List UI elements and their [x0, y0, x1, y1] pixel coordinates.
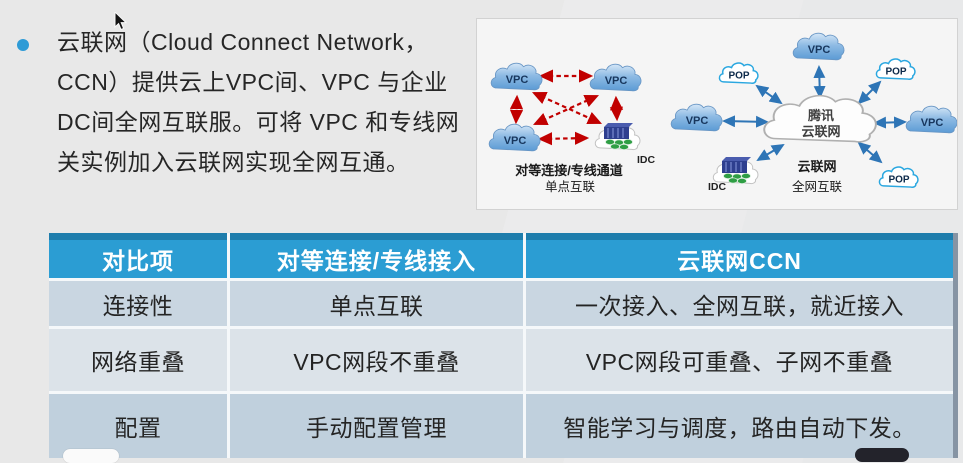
table-cell: 连接性 — [49, 281, 227, 326]
mesh-caption-title: 对等连接/专线通道 — [515, 163, 623, 178]
network-diagram: VPC VPC VPC IDC 对等连接/专线通道 单点互联 — [488, 32, 957, 194]
blue-arrow — [813, 65, 826, 99]
mouse-cursor-icon — [114, 12, 128, 31]
pop-cloud: POP — [875, 58, 916, 80]
table-header-ccn: 云联网CCN — [526, 233, 953, 278]
vpc-label: VPC — [921, 117, 944, 129]
hub-caption-subtitle: 全网互联 — [792, 179, 843, 194]
blue-arrow — [857, 141, 883, 164]
table-cell: VPC网段可重叠、子网不重叠 — [526, 329, 953, 391]
hub-caption-title: 云联网 — [797, 159, 836, 174]
idc-label: IDC — [637, 154, 656, 166]
pop-label: POP — [888, 175, 909, 186]
table-cell: VPC网段不重叠 — [230, 329, 523, 391]
vpc-label: VPC — [504, 135, 527, 147]
network-diagram-panel: VPC VPC VPC IDC 对等连接/专线通道 单点互联 — [476, 18, 958, 210]
idc-label: IDC — [708, 181, 727, 193]
vpc-label: VPC — [605, 75, 628, 87]
comparison-table: 对比项 对等连接/专线接入 云联网CCN 连接性 单点互联 一次接入、全网互联，… — [49, 233, 958, 458]
blue-arrow — [722, 115, 769, 128]
table-cell: 配置 — [49, 394, 227, 458]
vpc-label: VPC — [808, 44, 831, 56]
red-arrow — [532, 94, 600, 126]
vpc-cloud: VPC — [792, 32, 845, 61]
hub-diagram: 腾讯 云联网 VPC POP POP VPC — [670, 32, 957, 194]
hub-label-line2: 云联网 — [801, 124, 840, 139]
table-cell: 手动配置管理 — [230, 394, 523, 458]
blue-arrow — [857, 80, 882, 105]
bullet-marker-icon — [17, 39, 29, 51]
intro-line: CCN）提供云上VPC间、VPC 与企业 — [57, 69, 448, 95]
vpc-label: VPC — [506, 74, 529, 86]
intro-paragraph: 云联网（Cloud Connect Network， CCN）提供云上VPC间、… — [57, 22, 472, 182]
red-arrow — [509, 94, 524, 125]
intro-line: 关实例加入云联网实现全网互通。 — [57, 149, 410, 175]
table-cell: 网络重叠 — [49, 329, 227, 391]
ccn-hub-cloud: 腾讯 云联网 — [763, 94, 877, 143]
pop-label: POP — [728, 71, 749, 82]
idc-icon: IDC — [595, 123, 656, 166]
red-arrow — [531, 91, 603, 125]
vpc-cloud: VPC — [488, 123, 541, 152]
mesh-diagram: VPC VPC VPC IDC 对等连接/专线通道 单点互联 — [488, 62, 656, 194]
pop-cloud: POP — [718, 62, 759, 84]
table-cell: 一次接入、全网互联，就近接入 — [526, 281, 953, 326]
vpc-label: VPC — [686, 115, 709, 127]
table-header-item: 对比项 — [49, 233, 227, 278]
intro-line: DC间全网互联服。可将 VPC 和专线网 — [57, 109, 460, 135]
pop-cloud: POP — [878, 166, 919, 188]
table-cell: 单点互联 — [230, 281, 523, 326]
blue-arrow — [873, 116, 907, 129]
red-arrow — [537, 131, 590, 146]
intro-line: 云联网（Cloud Connect Network， — [57, 29, 428, 55]
table-cell: 智能学习与调度，路由自动下发。 — [526, 394, 953, 458]
table-header-peering: 对等连接/专线接入 — [230, 233, 523, 278]
hub-label-line1: 腾讯 — [807, 108, 834, 123]
red-arrow — [609, 95, 624, 122]
pop-label: POP — [885, 67, 906, 78]
vpc-cloud: VPC — [490, 62, 543, 91]
bottom-overlay-light-button[interactable] — [63, 449, 119, 463]
blue-arrow — [755, 84, 783, 105]
idc-icon: IDC — [708, 157, 758, 193]
mesh-caption-subtitle: 单点互联 — [545, 180, 596, 194]
vpc-cloud: VPC — [670, 103, 723, 132]
bottom-overlay-dark-button[interactable] — [855, 448, 909, 462]
blue-arrow — [756, 143, 785, 162]
vpc-cloud: VPC — [905, 105, 957, 134]
vpc-cloud: VPC — [589, 63, 642, 92]
